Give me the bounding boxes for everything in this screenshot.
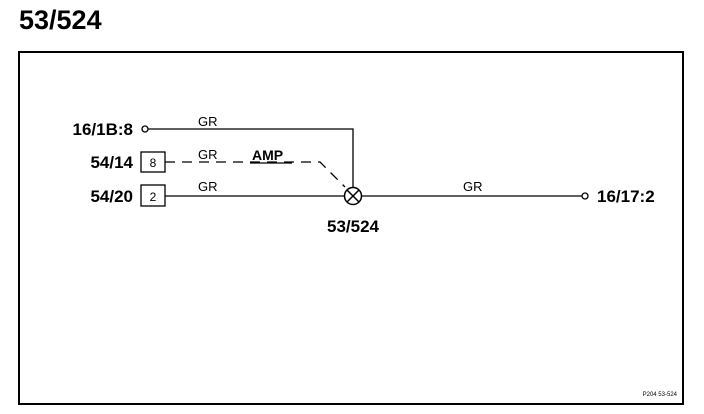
connector-label-mid-left: 54/14: [90, 153, 133, 172]
wire-label-right: GR: [463, 179, 483, 194]
footer-reference: P204 53-524: [643, 392, 678, 398]
pin-label-bottom: 2: [150, 190, 157, 204]
wire-label-mid: GR: [198, 147, 218, 162]
right-terminal: [581, 192, 589, 200]
wire-label-top: GR: [198, 114, 218, 129]
diagram-frame: [18, 51, 684, 405]
lamp-icon: [343, 186, 363, 206]
top-left-terminal: [141, 125, 149, 133]
connector-label-bottom-left: 54/20: [90, 187, 133, 206]
page-title: 53/524: [19, 5, 102, 35]
mid-wire-dashed: [165, 161, 346, 188]
connector-label-top-left: 16/1B:8: [73, 120, 133, 139]
amp-label: AMP: [252, 147, 283, 163]
connector-label-right: 16/17:2: [597, 187, 655, 206]
wire-label-bottom: GR: [198, 179, 218, 194]
component-label: 53/524: [327, 217, 380, 236]
top-wire: [148, 128, 354, 188]
pin-label-mid: 8: [150, 156, 157, 170]
